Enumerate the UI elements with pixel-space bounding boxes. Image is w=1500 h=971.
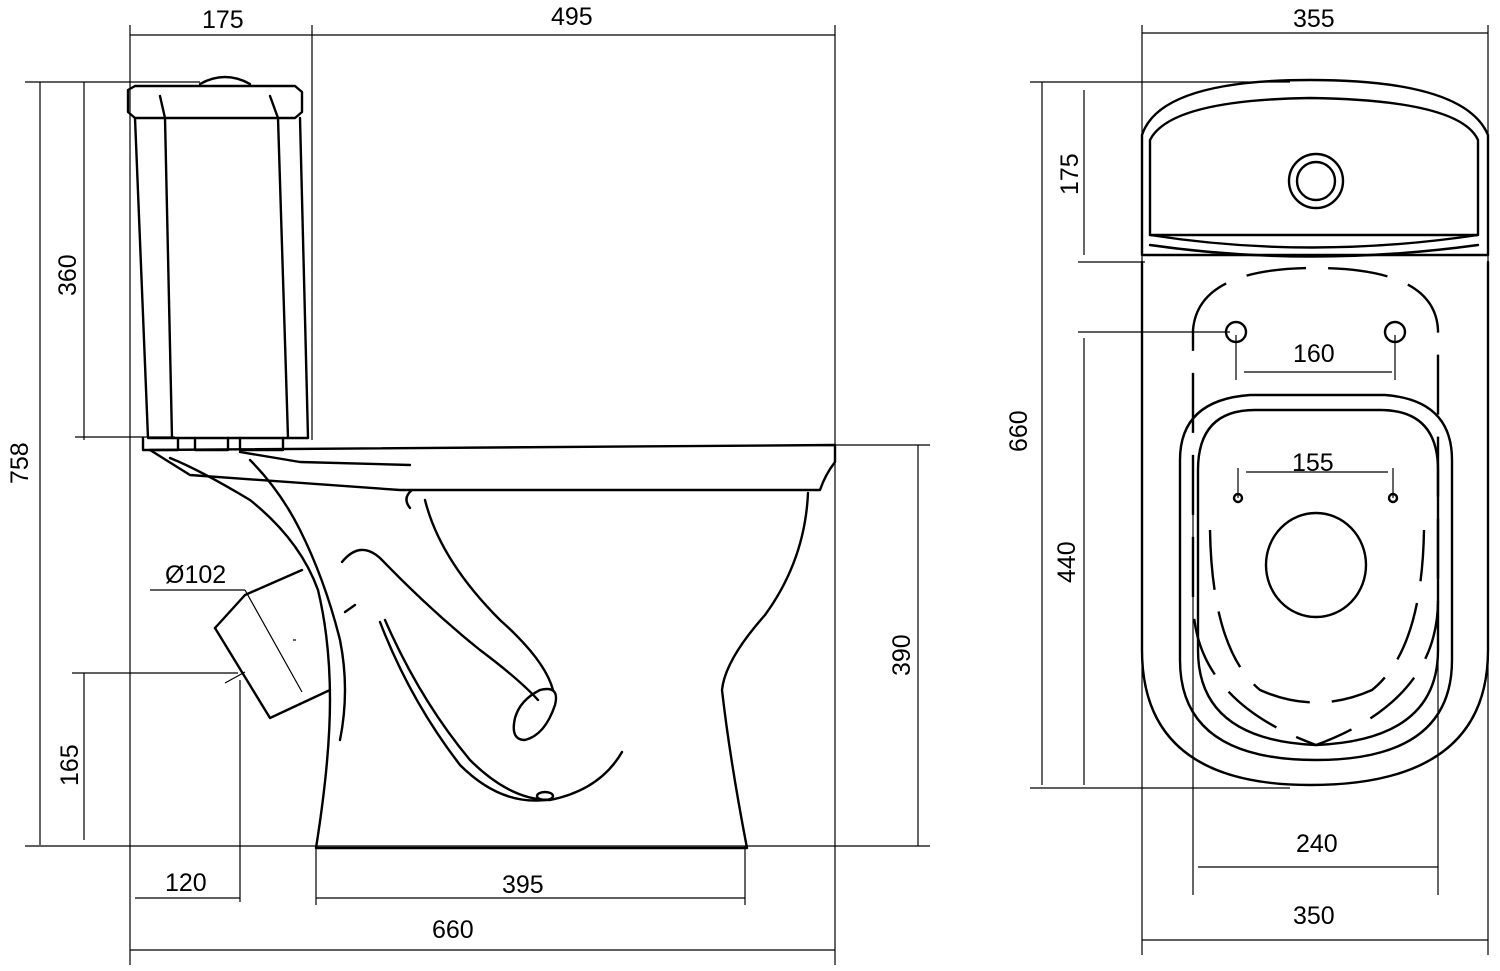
dim-side-outlet-diameter: Ø102 — [165, 561, 226, 589]
dim-side-bowl-width: 495 — [551, 3, 593, 31]
dim-side-tank-width: 175 — [202, 6, 244, 34]
dim-side-tank-height: 360 — [54, 254, 82, 296]
side-dimension-lines — [25, 25, 930, 965]
dim-side-outlet-height: 165 — [56, 744, 84, 786]
dim-top-hinge-spacing: 160 — [1293, 340, 1335, 368]
dim-top-seat-width: 240 — [1296, 830, 1338, 858]
dim-side-outlet-offset: 120 — [165, 869, 207, 897]
flush-button-icon — [1287, 152, 1345, 210]
bowl-top — [1140, 260, 1490, 787]
cistern-top — [1140, 78, 1490, 258]
dim-top-total-length: 660 — [1005, 410, 1033, 452]
fixing-hole-right-icon — [1387, 492, 1399, 504]
cistern — [126, 75, 310, 452]
dim-side-total-length: 660 — [432, 916, 474, 944]
hinge-hole-left-icon — [1224, 320, 1248, 344]
dim-side-bowl-height: 390 — [888, 634, 916, 676]
hinge-hole-right-icon — [1383, 320, 1407, 344]
side-view: 175 495 758 360 390 165 Ø102 120 395 660 — [6, 3, 930, 965]
dim-top-base-width: 350 — [1293, 902, 1335, 930]
dim-top-tank-width: 355 — [1293, 5, 1335, 33]
dim-top-tank-depth: 175 — [1056, 153, 1084, 195]
bowl-body — [148, 443, 837, 850]
dim-top-seat-length: 440 — [1053, 541, 1081, 583]
dim-side-total-height: 758 — [6, 442, 34, 484]
top-view: 355 175 660 440 160 155 240 350 — [1005, 5, 1490, 955]
outlet-pipe — [213, 568, 332, 720]
top-dimension-lines — [1030, 25, 1489, 955]
fixing-hole-left-icon — [1232, 492, 1244, 504]
dim-side-base-width: 395 — [502, 871, 544, 899]
dim-top-fixing-spacing: 155 — [1292, 449, 1334, 477]
